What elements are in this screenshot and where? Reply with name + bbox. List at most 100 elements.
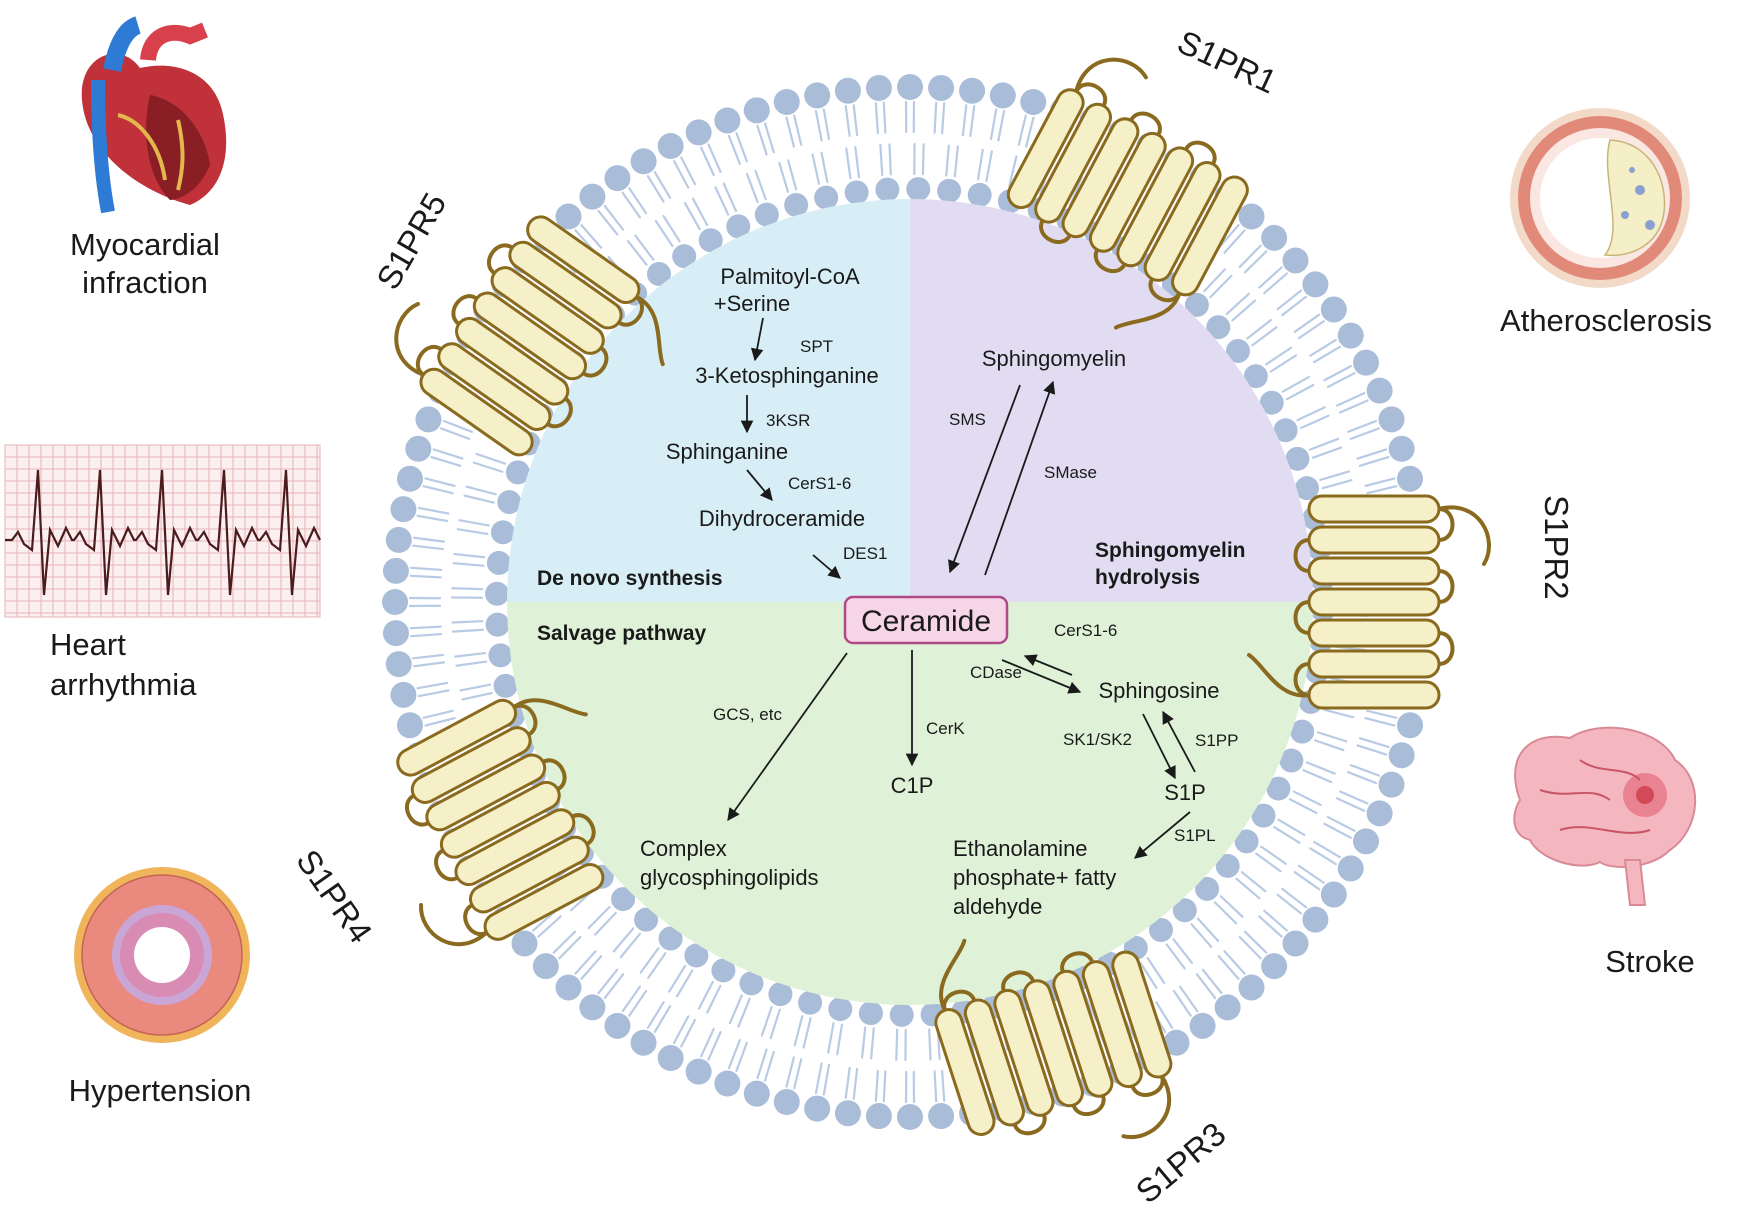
receptor-s1pr3	[934, 938, 1173, 1140]
receptor-helix	[472, 291, 588, 381]
enzyme-3ksr: 3KSR	[766, 411, 810, 430]
arrow-sms	[948, 384, 1021, 574]
receptor-helix	[526, 215, 641, 305]
brain-icon	[1513, 726, 1696, 906]
enzyme-cers-denovo: CerS1-6	[788, 474, 851, 493]
receptor-helix	[993, 988, 1055, 1117]
palmitoyl-label-2: +Serine	[714, 291, 790, 316]
disease-atherosclerosis: Atherosclerosis	[1500, 303, 1712, 338]
sphinganine-label: Sphinganine	[666, 439, 788, 464]
receptor-helix	[1307, 556, 1441, 586]
arrow-cdase	[1001, 659, 1082, 694]
artery-plaque-icon	[1510, 108, 1690, 288]
arrow-sk	[1142, 713, 1176, 780]
arrow-s1pl	[1134, 811, 1191, 859]
receptor-helix	[1111, 950, 1173, 1079]
receptor-helix	[1307, 494, 1441, 524]
receptor-label-s1pr3: S1PR3	[1129, 1115, 1233, 1211]
enzyme-sk: SK1/SK2	[1063, 730, 1132, 749]
enzyme-s1pl: S1PL	[1174, 826, 1216, 845]
enzyme-smase: SMase	[1044, 463, 1097, 482]
disease-stroke: Stroke	[1605, 944, 1695, 979]
salvage-region	[507, 602, 1313, 1005]
enzyme-cdase: CDase	[970, 663, 1022, 682]
receptor-helix	[437, 342, 552, 431]
ecg-icon	[4, 444, 321, 618]
disease-arrhythmia-line2: arrhythmia	[50, 667, 197, 702]
enzyme-gcs: GCS, etc	[713, 705, 782, 724]
ethanolamine-label-1: Ethanolamine	[953, 836, 1088, 861]
salvage-pathway-label: Salvage pathway	[537, 622, 707, 645]
receptor-helix	[396, 698, 518, 777]
ceramide-box	[843, 595, 1009, 645]
receptor-helix	[1061, 117, 1140, 239]
receptor-helix	[1006, 88, 1085, 210]
receptor-helix	[1143, 161, 1222, 282]
receptor-helix	[1052, 969, 1114, 1098]
sphingomyelin-label: Sphingomyelin	[982, 346, 1126, 371]
receptor-helix	[1034, 102, 1113, 224]
enzyme-cers-salvage: CerS1-6	[1054, 621, 1117, 640]
receptor-helix	[1171, 175, 1249, 297]
receptor-helix	[1307, 618, 1441, 648]
ketosphinganine-label: 3-Ketosphinganine	[695, 363, 878, 388]
receptor-label-s1pr1: S1PR1	[1172, 23, 1282, 101]
complex-label-1: Complex	[640, 836, 727, 861]
receptor-s1pr1	[1006, 57, 1249, 330]
receptor-label-s1pr5: S1PR5	[369, 186, 453, 295]
arrow-spt	[750, 317, 764, 362]
denovo-pathway-label: De novo synthesis	[537, 567, 723, 590]
hydrolysis-label-1: Sphingomyelin	[1095, 539, 1246, 562]
receptor-s1pr4	[396, 698, 605, 947]
receptor-helix	[483, 863, 605, 941]
receptor-helix	[454, 808, 576, 887]
reaction-arrows	[727, 317, 1196, 859]
arrow-des1	[812, 554, 841, 579]
receptor-helix	[410, 726, 532, 805]
disease-hypertension: Hypertension	[69, 1073, 252, 1108]
arrow-smase	[984, 380, 1056, 576]
receptor-helix	[1081, 960, 1143, 1089]
receptor-helix	[1307, 525, 1441, 555]
ethanolamine-label-3: aldehyde	[953, 894, 1042, 919]
receptor-helix	[1088, 131, 1167, 253]
receptor-helix	[1307, 680, 1441, 710]
complex-label-2: glycosphingolipids	[640, 865, 819, 890]
blood-vessel-icon	[74, 867, 250, 1043]
ceramide-label: Ceramide	[861, 605, 991, 638]
c1p-label: C1P	[891, 773, 934, 798]
receptor-helix	[934, 1008, 996, 1136]
enzyme-sms: SMS	[949, 410, 986, 429]
receptors-layer	[394, 57, 1491, 1140]
receptor-helix	[455, 316, 570, 406]
receptor-helix	[419, 367, 534, 457]
receptor-helix	[469, 835, 590, 914]
palmitoyl-label-1: Palmitoyl-CoA	[720, 264, 860, 289]
dihydroceramide-label: Dihydroceramide	[699, 506, 865, 531]
receptor-helix	[1307, 649, 1441, 679]
enzyme-des1: DES1	[843, 544, 887, 563]
receptor-s1pr5	[394, 215, 665, 457]
receptor-helix	[1022, 979, 1084, 1108]
heart-icon	[81, 16, 227, 214]
enzyme-cerk: CerK	[926, 719, 965, 738]
receptor-label-s1pr2: S1PR2	[1538, 495, 1575, 600]
arrow-cers	[746, 469, 773, 501]
receptor-helix	[508, 240, 623, 330]
arrow-gcs	[727, 652, 848, 822]
sphingosine-label: Sphingosine	[1098, 678, 1219, 703]
arrow-s1pp	[1162, 710, 1196, 773]
disease-arrhythmia-line1: Heart	[50, 627, 126, 662]
enzyme-s1pp: S1PP	[1195, 731, 1238, 750]
receptor-helix	[963, 998, 1025, 1127]
enzyme-spt: SPT	[800, 337, 833, 356]
ethanolamine-label-2: phosphate+ fatty	[953, 865, 1116, 890]
receptor-label-s1pr4: S1PR4	[289, 843, 379, 950]
hydrolysis-label-2: hydrolysis	[1095, 566, 1200, 589]
disease-myocardial-line1: Myocardial	[70, 227, 220, 262]
receptor-helix	[490, 266, 605, 355]
receptor-s1pr2	[1247, 494, 1491, 710]
receptor-helix	[1116, 146, 1195, 268]
receptor-helix	[1307, 587, 1441, 617]
